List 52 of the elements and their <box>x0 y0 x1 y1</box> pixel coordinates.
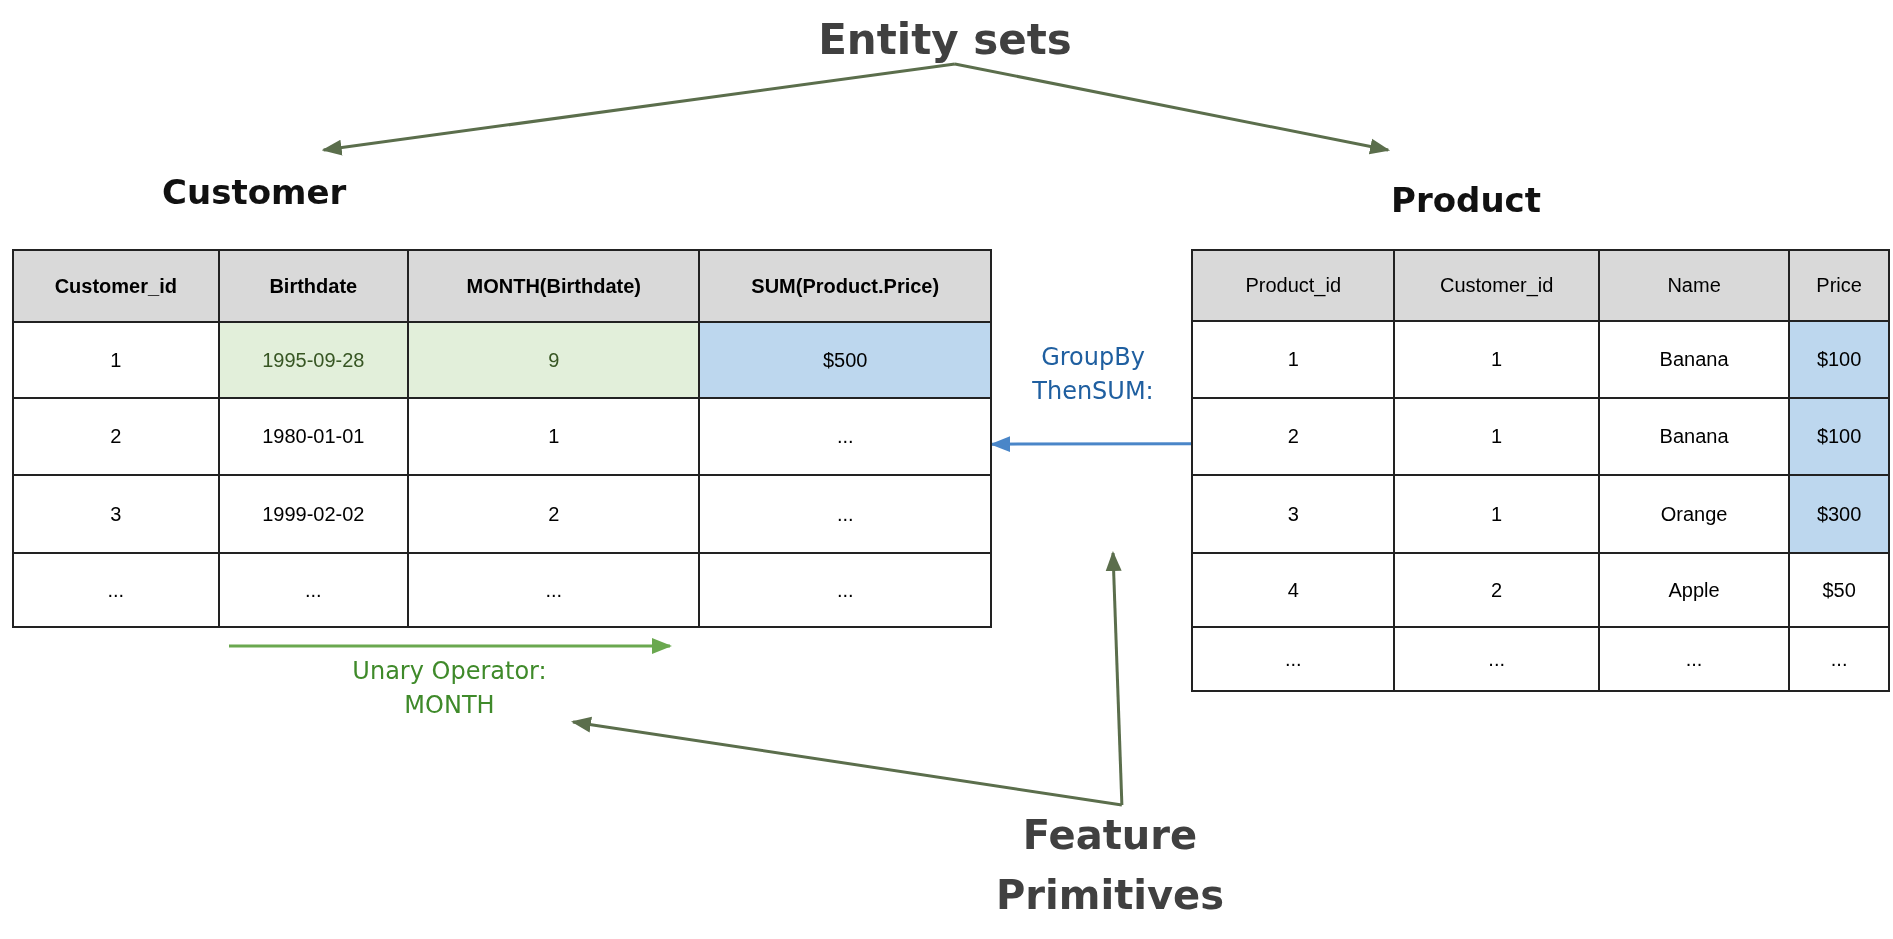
table-title: Product <box>1391 180 1541 220</box>
table-cell: 1995-09-28 <box>218 322 409 398</box>
heading-text: Entity sets <box>800 8 1090 64</box>
table-header-cell: MONTH(Birthdate) <box>408 250 700 322</box>
table-cell: $100 <box>1789 398 1889 475</box>
table-cell: ... <box>1598 627 1790 691</box>
table-cell: ... <box>13 553 219 627</box>
table-cell: 1 <box>1192 321 1395 398</box>
table-cell: 2 <box>1192 398 1395 475</box>
table-header-cell: Price <box>1789 250 1889 321</box>
table-header-cell: Customer_id <box>1394 250 1599 321</box>
table-title: Customer <box>162 172 347 212</box>
table-cell: 3 <box>1192 475 1395 553</box>
table-cell: ... <box>699 398 991 475</box>
table-header-cell: Name <box>1598 250 1790 321</box>
arrow <box>990 436 1191 453</box>
table-cell: ... <box>1789 627 1889 691</box>
table-cell: 1980-01-01 <box>218 398 409 475</box>
table-cell: ... <box>408 553 700 627</box>
table-cell: 2 <box>13 398 219 475</box>
table-header-cell: SUM(Product.Price) <box>699 250 991 322</box>
table-cell: 2 <box>1394 553 1599 627</box>
arrow <box>1105 551 1124 806</box>
arrow <box>571 716 1123 807</box>
edge-label: GroupBy ThenSUM: <box>1031 342 1155 407</box>
table-cell: ... <box>1192 627 1395 691</box>
table-cell: 2 <box>408 475 700 553</box>
table-cell: ... <box>699 475 991 553</box>
heading-text: Feature Primitives <box>975 805 1245 935</box>
table-cell: 1 <box>1394 398 1599 475</box>
operator-label: Unary Operator: MONTH <box>326 654 573 724</box>
table-cell: ... <box>1394 627 1599 691</box>
table-header-cell: Customer_id <box>13 250 219 322</box>
table-cell: 9 <box>408 322 700 398</box>
table-cell: ... <box>218 553 409 627</box>
table-cell: $50 <box>1789 553 1889 627</box>
table-cell: $300 <box>1789 475 1889 553</box>
table-cell: 3 <box>13 475 219 553</box>
table-cell: 1 <box>1394 475 1599 553</box>
table-cell: 1 <box>13 322 219 398</box>
table-cell: 1 <box>1394 321 1599 398</box>
arrow <box>321 62 956 156</box>
table-cell: $100 <box>1789 321 1889 398</box>
table-cell: Apple <box>1598 553 1790 627</box>
arrow <box>954 62 1391 155</box>
table-header-cell: Product_id <box>1192 250 1395 321</box>
table-cell: $500 <box>699 322 991 398</box>
table-cell: 1999-02-02 <box>218 475 409 553</box>
table-header-cell: Birthdate <box>218 250 409 322</box>
table-cell: 1 <box>408 398 700 475</box>
table-cell: ... <box>699 553 991 627</box>
table-cell: 4 <box>1192 553 1395 627</box>
